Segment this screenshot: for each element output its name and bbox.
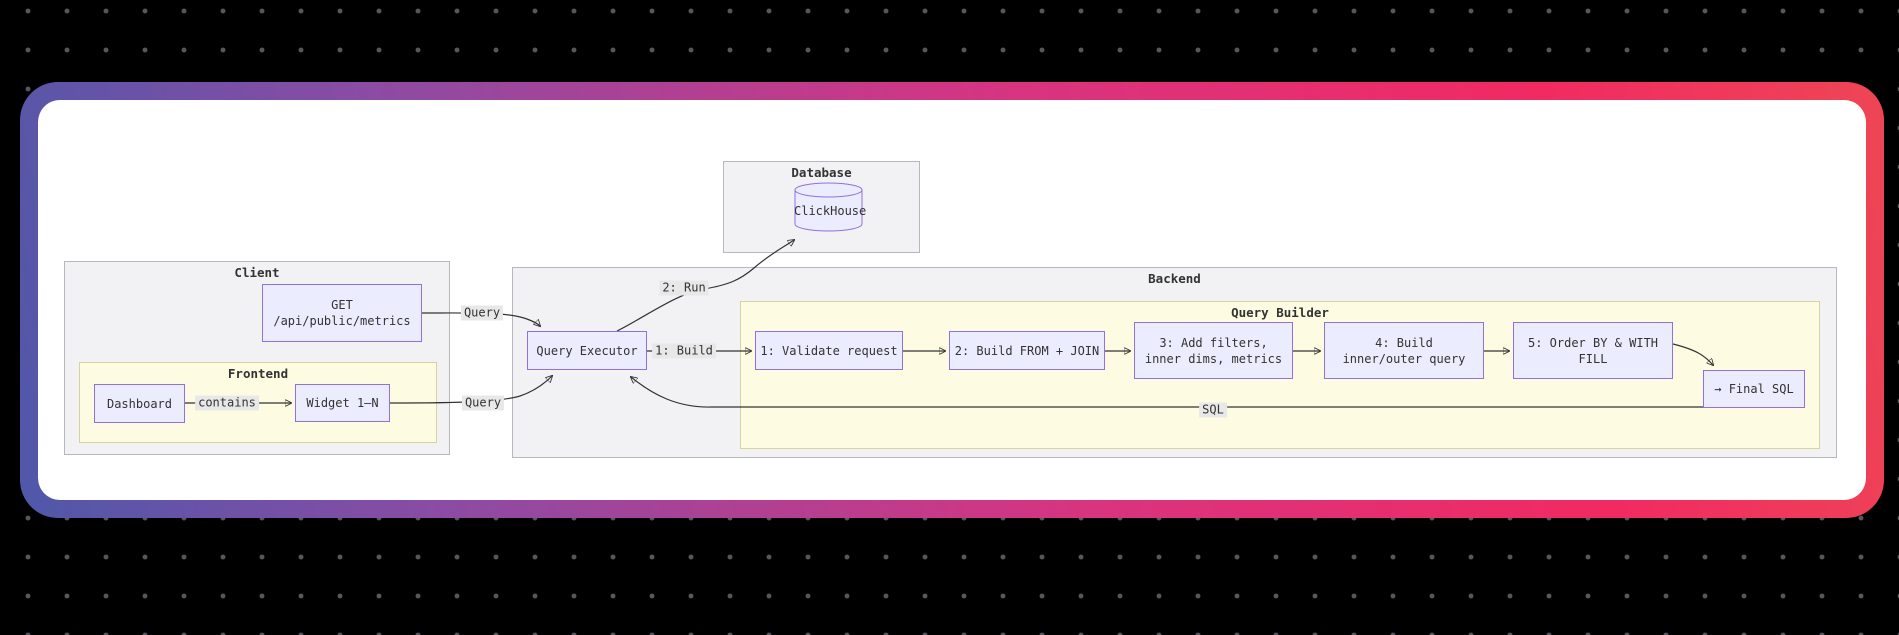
node-widget-label: Widget 1–N	[306, 396, 379, 410]
cluster-database: Database	[723, 161, 920, 253]
node-step2-build-from-join: 2: Build FROM + JOIN	[949, 331, 1105, 370]
cluster-frontend-label: Frontend	[227, 366, 289, 381]
node-step4-inner-outer: 4: Build inner/outer query	[1324, 322, 1484, 379]
cylinder-shape	[794, 182, 863, 232]
node-query-executor-label: Query Executor	[536, 343, 638, 358]
node-dashboard: Dashboard	[94, 384, 185, 423]
node-step1-label: 1: Validate request	[760, 343, 898, 358]
cluster-query-builder-label: Query Builder	[1231, 305, 1329, 320]
node-step5-line1: 5: Order BY & WITH	[1527, 335, 1659, 350]
node-step3-line1: 3: Add filters,	[1159, 335, 1268, 350]
node-get-api-line2: /api/public/metrics	[273, 314, 411, 328]
cluster-backend-label: Backend	[1148, 271, 1201, 286]
node-step2-label: 2: Build FROM + JOIN	[954, 343, 1100, 358]
edge-label-query-top: Query	[460, 305, 504, 321]
node-clickhouse: ClickHouse	[794, 182, 867, 232]
edge-label-query-bottom: Query	[461, 395, 505, 411]
node-dashboard-label: Dashboard	[106, 396, 173, 411]
node-step5-line2: FILL	[1578, 351, 1608, 366]
node-step1-validate: 1: Validate request	[755, 331, 903, 370]
edge-widget-to-executor	[389, 376, 552, 404]
node-step4-line2: inner/outer query	[1342, 351, 1466, 366]
node-clickhouse-label: ClickHouse	[794, 204, 867, 218]
edge-finalsql-to-executor-sql	[631, 377, 1703, 408]
node-get-api-line1: GET	[331, 298, 353, 312]
node-step3-line2: inner dims, metrics	[1144, 351, 1283, 366]
edge-get-to-executor	[421, 312, 540, 326]
node-final-sql-label: → Final SQL	[1714, 382, 1794, 396]
edge-label-sql: SQL	[1199, 402, 1227, 418]
node-step3-add-filters: 3: Add filters, inner dims, metrics	[1134, 322, 1293, 379]
edge-label-build: 1: Build	[652, 343, 716, 359]
edge-label-contains: contains	[195, 395, 259, 411]
node-step5-order-by: 5: Order BY & WITH FILL	[1513, 322, 1673, 379]
node-get-api: GET /api/public/metrics	[262, 284, 422, 342]
edge-label-run: 2: Run	[659, 280, 709, 296]
node-widget: Widget 1–N	[295, 384, 390, 422]
node-final-sql: → Final SQL	[1703, 370, 1805, 408]
node-step4-line1: 4: Build	[1375, 335, 1433, 350]
edge-executor-to-clickhouse	[616, 240, 794, 332]
cluster-database-label: Database	[791, 165, 852, 180]
node-query-executor: Query Executor	[527, 331, 647, 370]
cluster-client-label: Client	[234, 265, 280, 280]
edge-step5-to-finalsql	[1672, 343, 1713, 365]
